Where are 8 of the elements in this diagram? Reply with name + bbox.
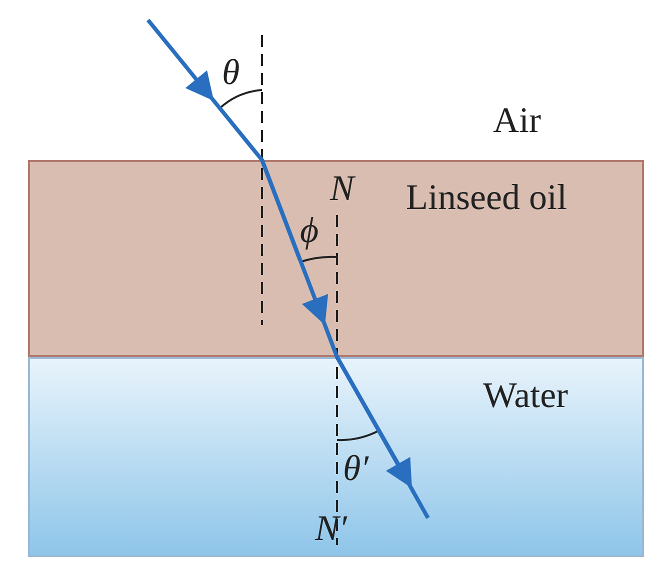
normal-label: N [330, 168, 354, 208]
medium-label: Air [493, 100, 541, 140]
medium-label: Linseed oil [406, 177, 567, 217]
normal-label: N′ [315, 508, 347, 548]
angle-label: θ [222, 52, 240, 92]
medium-label: Water [483, 375, 568, 415]
angle-label: ϕ [300, 210, 319, 250]
angle-label: θ′ [343, 448, 369, 488]
